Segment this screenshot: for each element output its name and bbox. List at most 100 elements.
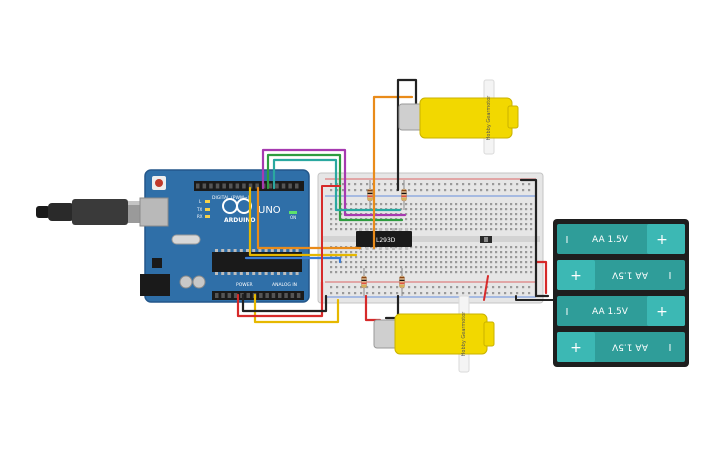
- breadboard-hole[interactable]: [498, 286, 501, 289]
- breadboard-hole[interactable]: [340, 251, 343, 254]
- breadboard-hole[interactable]: [515, 256, 518, 259]
- breadboard-hole[interactable]: [475, 218, 478, 221]
- breadboard-hole[interactable]: [400, 271, 403, 274]
- pin-hole[interactable]: [227, 293, 232, 298]
- breadboard-hole[interactable]: [485, 246, 488, 249]
- breadboard-hole[interactable]: [465, 208, 468, 211]
- wire-teal[interactable]: [272, 158, 402, 212]
- pin-hole[interactable]: [284, 293, 288, 298]
- breadboard-hole[interactable]: [455, 246, 458, 249]
- breadboard-hole[interactable]: [450, 246, 453, 249]
- breadboard-hole[interactable]: [486, 183, 489, 186]
- breadboard-hole[interactable]: [515, 213, 518, 216]
- breadboard-hole[interactable]: [528, 292, 531, 295]
- breadboard-hole[interactable]: [520, 228, 523, 231]
- breadboard-hole[interactable]: [400, 203, 403, 206]
- breadboard-hole[interactable]: [445, 266, 448, 269]
- breadboard-hole[interactable]: [505, 213, 508, 216]
- breadboard-hole[interactable]: [366, 292, 369, 295]
- arduino-uno-board[interactable]: DIGITAL (PWM~) ARDUINO UNO L TX RX ON: [139, 169, 310, 303]
- pin-hole[interactable]: [259, 293, 263, 298]
- breadboard-hole[interactable]: [530, 228, 533, 231]
- breadboard-hole[interactable]: [390, 266, 393, 269]
- breadboard-hole[interactable]: [525, 246, 528, 249]
- breadboard-hole[interactable]: [350, 228, 353, 231]
- breadboard-hole[interactable]: [435, 228, 438, 231]
- breadboard-hole[interactable]: [444, 189, 447, 192]
- breadboard-hole[interactable]: [510, 208, 513, 211]
- breadboard-hole[interactable]: [445, 218, 448, 221]
- breadboard-hole[interactable]: [370, 256, 373, 259]
- breadboard-hole[interactable]: [375, 256, 378, 259]
- pin-hole[interactable]: [268, 183, 273, 189]
- breadboard-hole[interactable]: [410, 208, 413, 211]
- resistor[interactable]: [367, 180, 373, 210]
- breadboard-hole[interactable]: [370, 266, 373, 269]
- breadboard-hole[interactable]: [405, 213, 408, 216]
- breadboard-hole[interactable]: [410, 266, 413, 269]
- breadboard-hole[interactable]: [450, 286, 453, 289]
- breadboard-hole[interactable]: [520, 208, 523, 211]
- breadboard-hole[interactable]: [380, 251, 383, 254]
- breadboard-hole[interactable]: [500, 203, 503, 206]
- breadboard-hole[interactable]: [375, 246, 378, 249]
- breadboard-hole[interactable]: [498, 292, 501, 295]
- breadboard-hole[interactable]: [490, 228, 493, 231]
- breadboard-hole[interactable]: [340, 256, 343, 259]
- breadboard-hole[interactable]: [480, 223, 483, 226]
- breadboard-hole[interactable]: [492, 286, 495, 289]
- breadboard-hole[interactable]: [425, 228, 428, 231]
- breadboard-hole[interactable]: [440, 208, 443, 211]
- breadboard-hole[interactable]: [510, 228, 513, 231]
- breadboard-hole[interactable]: [475, 271, 478, 274]
- breadboard-hole[interactable]: [525, 261, 528, 264]
- breadboard-hole[interactable]: [350, 203, 353, 206]
- breadboard-hole[interactable]: [390, 261, 393, 264]
- breadboard-hole[interactable]: [485, 213, 488, 216]
- breadboard-hole[interactable]: [420, 251, 423, 254]
- breadboard-hole[interactable]: [456, 183, 459, 186]
- pin-hole[interactable]: [215, 183, 220, 189]
- resistor[interactable]: [401, 180, 407, 210]
- breadboard-hole[interactable]: [516, 189, 519, 192]
- breadboard-hole[interactable]: [504, 286, 507, 289]
- breadboard-hole[interactable]: [440, 228, 443, 231]
- breadboard-hole[interactable]: [435, 271, 438, 274]
- breadboard-hole[interactable]: [495, 218, 498, 221]
- breadboard-hole[interactable]: [450, 218, 453, 221]
- breadboard-hole[interactable]: [350, 271, 353, 274]
- breadboard-hole[interactable]: [435, 251, 438, 254]
- breadboard-hole[interactable]: [475, 203, 478, 206]
- breadboard-hole[interactable]: [500, 228, 503, 231]
- breadboard-hole[interactable]: [385, 251, 388, 254]
- breadboard-hole[interactable]: [440, 213, 443, 216]
- breadboard-hole[interactable]: [465, 266, 468, 269]
- breadboard-hole[interactable]: [426, 189, 429, 192]
- breadboard-hole[interactable]: [390, 223, 393, 226]
- breadboard-hole[interactable]: [504, 292, 507, 295]
- breadboard-hole[interactable]: [500, 246, 503, 249]
- l293d-driver-chip[interactable]: L293D: [356, 228, 412, 250]
- breadboard-hole[interactable]: [385, 266, 388, 269]
- breadboard-hole[interactable]: [515, 246, 518, 249]
- breadboard-hole[interactable]: [425, 256, 428, 259]
- breadboard-hole[interactable]: [420, 271, 423, 274]
- breadboard-hole[interactable]: [330, 189, 333, 192]
- breadboard-hole[interactable]: [345, 271, 348, 274]
- breadboard-hole[interactable]: [365, 271, 368, 274]
- breadboard-hole[interactable]: [450, 271, 453, 274]
- pin-hole[interactable]: [275, 183, 279, 189]
- breadboard-hole[interactable]: [495, 223, 498, 226]
- breadboard-hole[interactable]: [500, 251, 503, 254]
- breadboard-hole[interactable]: [336, 292, 339, 295]
- breadboard-hole[interactable]: [450, 266, 453, 269]
- breadboard-hole[interactable]: [410, 218, 413, 221]
- wire-purple[interactable]: [261, 148, 407, 217]
- breadboard-hole[interactable]: [520, 256, 523, 259]
- breadboard-hole[interactable]: [355, 261, 358, 264]
- breadboard-hole[interactable]: [485, 256, 488, 259]
- breadboard-hole[interactable]: [465, 251, 468, 254]
- breadboard-hole[interactable]: [465, 228, 468, 231]
- breadboard-hole[interactable]: [432, 292, 435, 295]
